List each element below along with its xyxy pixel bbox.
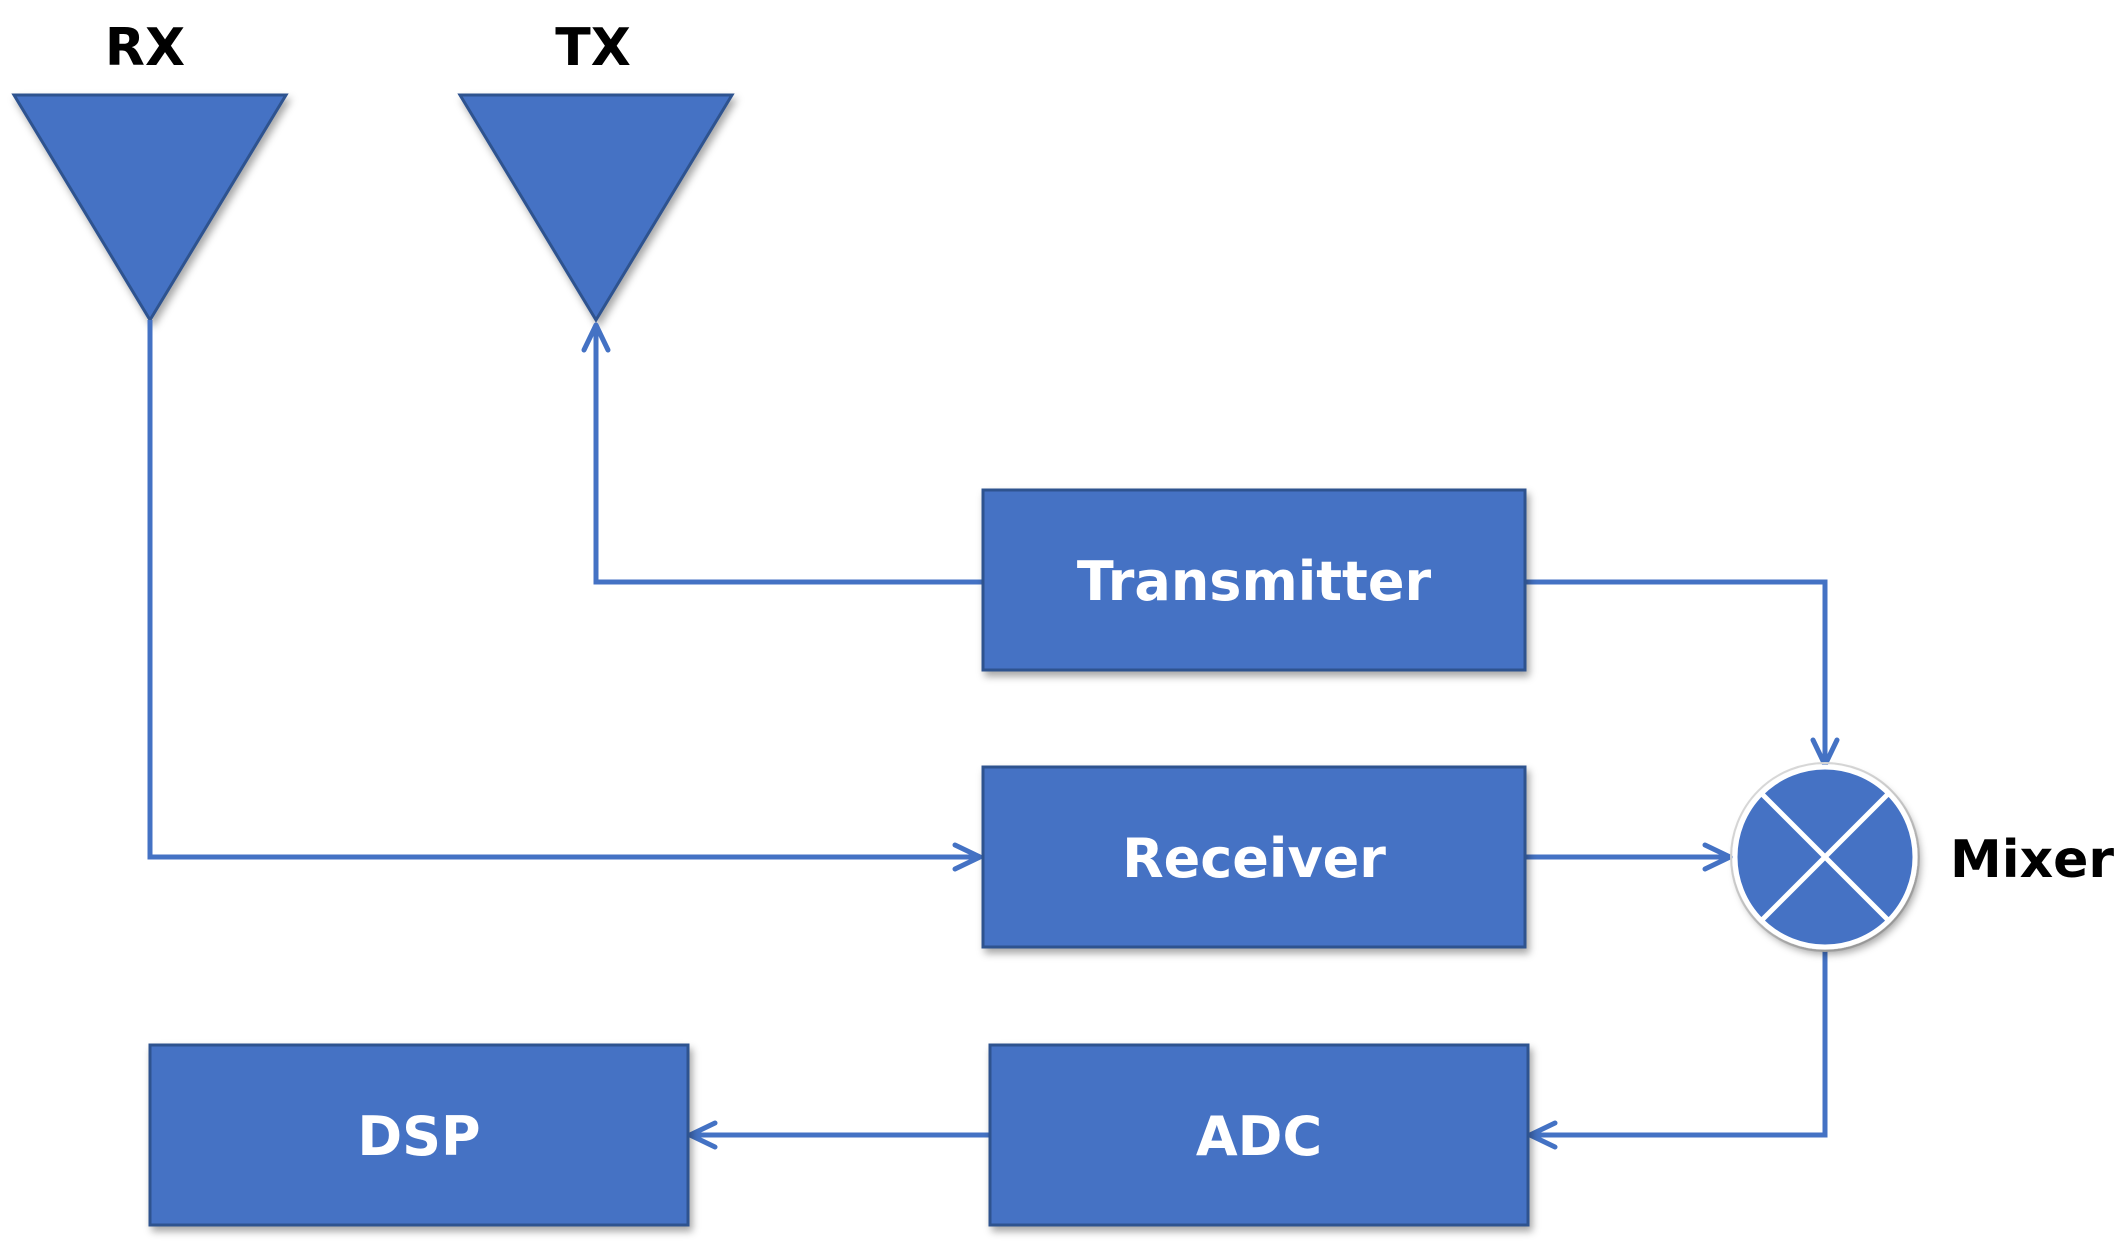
receiver-block-label: Receiver <box>1122 827 1386 890</box>
adc-block-label: ADC <box>1196 1105 1322 1168</box>
rx-antenna-label: RX <box>105 18 185 78</box>
transmitter-to-mixer-wire <box>1525 579 1828 765</box>
mixer-label: Mixer <box>1950 830 2114 890</box>
adc-to-dsp-arrowhead <box>687 1120 718 1150</box>
transmitter-to-tx-arrowhead <box>581 322 611 353</box>
transmitter-block-label: Transmitter <box>1077 550 1432 613</box>
dsp-block: DSP <box>148 1043 690 1227</box>
mixer-to-adc-arrowhead <box>1527 1120 1558 1150</box>
tx-antenna-label: TX <box>555 18 631 78</box>
adc-block: ADC <box>988 1043 1530 1227</box>
transmitter-to-tx-wire <box>593 325 983 585</box>
dsp-block-label: DSP <box>357 1105 480 1168</box>
rx-antenna-icon <box>11 93 289 323</box>
mixer-icon <box>1730 762 1920 952</box>
tx-antenna-icon <box>457 93 735 323</box>
rx-to-receiver-arrowhead <box>952 842 983 872</box>
rx-to-receiver-wire <box>147 320 980 860</box>
mixer-to-adc-wire <box>1530 950 1828 1138</box>
receiver-block: Receiver <box>981 765 1527 949</box>
transmitter-block: Transmitter <box>981 488 1527 672</box>
